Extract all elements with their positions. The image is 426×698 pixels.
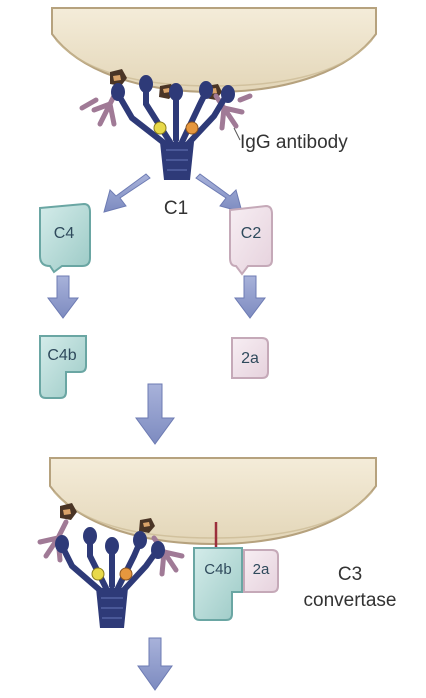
c4b2a-complex: C4b 2a (193, 547, 279, 621)
c4-label: C4 (54, 225, 75, 242)
c4b-label: C4b (47, 347, 76, 364)
c1-complex-bottom (55, 527, 165, 628)
c3-convertase-label-line2: convertase (304, 590, 397, 611)
top-membrane (51, 7, 377, 94)
arrow-to-c2 (195, 173, 243, 213)
c1-complex-top (111, 75, 235, 180)
c3-convertase-label-line1: C3 (338, 564, 362, 585)
antigen-group-bottom (60, 503, 155, 533)
c2-molecule: C2 (229, 204, 273, 276)
antigen-marker (60, 503, 77, 520)
antibody-label: IgG antibody (240, 132, 348, 153)
arrow-to-c4 (103, 173, 151, 213)
c4b-complex-label: C4b (204, 561, 232, 578)
c2-label: C2 (241, 225, 262, 242)
c2a-label: 2a (241, 350, 259, 367)
c4b-fragment: C4b (39, 335, 87, 399)
c1-label: C1 (164, 198, 188, 219)
arrow-bottom-down (137, 637, 173, 691)
c2a-complex-label: 2a (253, 561, 270, 578)
arrow-center-down (135, 383, 175, 445)
arrow-c2-to-c2a (234, 275, 266, 319)
arrow-c4-to-c4b (47, 275, 79, 319)
c2a-fragment: 2a (231, 337, 269, 379)
c4-molecule: C4 (39, 202, 91, 274)
antigen-marker (139, 518, 155, 533)
antigen-marker (110, 69, 127, 86)
bottom-membrane (49, 457, 377, 546)
